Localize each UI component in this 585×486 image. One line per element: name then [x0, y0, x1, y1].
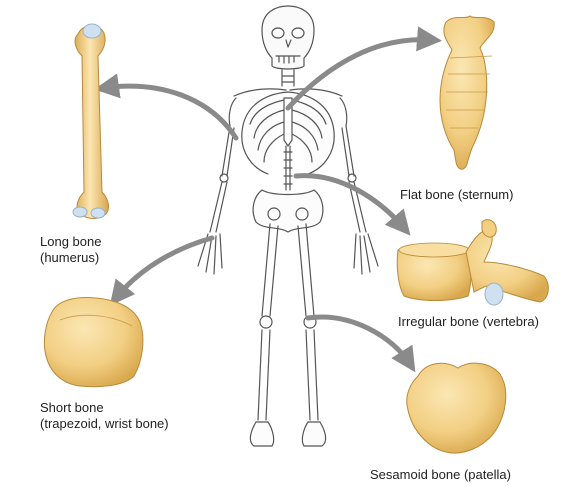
irregular-bone-label-line1: Irregular bone (vertebra)	[398, 314, 539, 329]
classification-arrows	[94, 26, 442, 373]
long-bone-label-line1: Long bone	[40, 234, 102, 249]
arrow-short-bone	[109, 235, 215, 306]
humerus-illustration	[72, 23, 109, 219]
long-bone-label-line2: (humerus)	[40, 250, 100, 265]
trapezoid-illustration	[43, 297, 144, 388]
sesamoid-bone-label: Sesamoid bone (patella)	[370, 467, 580, 483]
vertebra-illustration	[396, 219, 549, 306]
skeleton-figure	[197, 5, 379, 447]
short-bone-label-line1: Short bone	[40, 400, 104, 415]
short-bone-label-line2: (trapezoid, wrist bone)	[40, 416, 169, 431]
flat-bone-label-line1: Flat bone (sternum)	[400, 187, 514, 202]
arrow-flat-bone	[285, 26, 442, 111]
sesamoid-bone-label-line1: Sesamoid bone (patella)	[370, 467, 511, 482]
short-bone-label: Short bone (trapezoid, wrist bone)	[40, 400, 240, 432]
sternum-illustration	[439, 15, 495, 170]
flat-bone-label: Flat bone (sternum)	[400, 187, 580, 203]
patella-illustration	[406, 362, 507, 454]
long-bone-label: Long bone (humerus)	[40, 234, 150, 266]
arrow-sesamoid-bone	[305, 314, 416, 373]
arrow-long-bone	[94, 73, 239, 141]
irregular-bone-label: Irregular bone (vertebra)	[398, 314, 583, 330]
arrow-irregular-bone	[293, 173, 411, 236]
